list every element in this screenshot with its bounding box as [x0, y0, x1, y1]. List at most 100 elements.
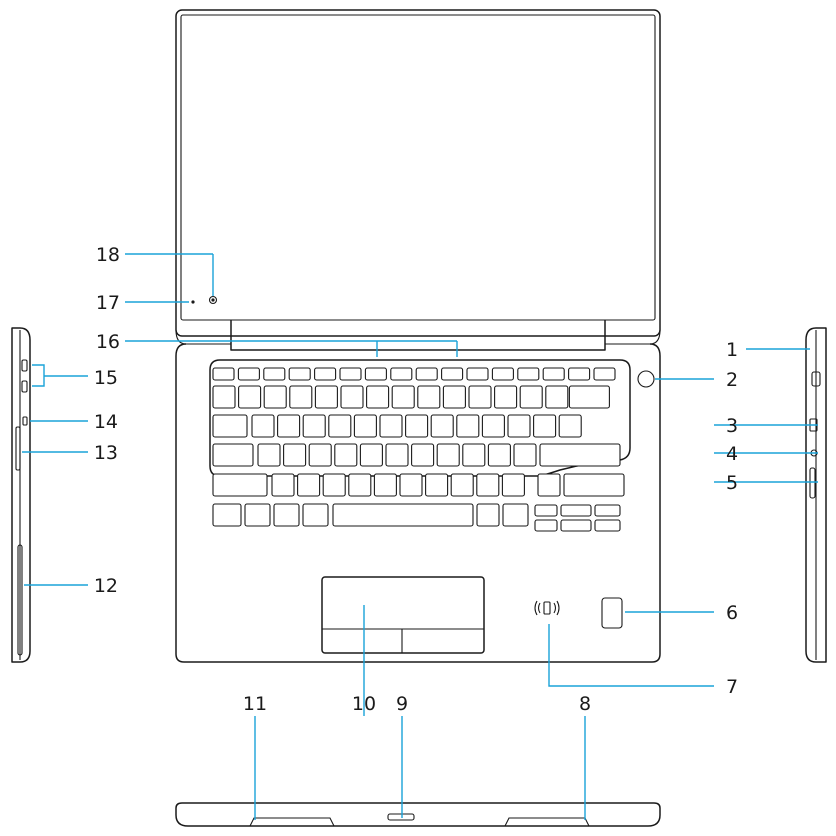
palmrest	[175, 343, 661, 663]
keyboard-key	[288, 367, 311, 381]
light-sensor	[191, 300, 195, 304]
callout-12: 12	[94, 575, 118, 597]
keyboard-key	[328, 414, 352, 438]
callout-numbers: 18 17 16 15 14 13 12 11 10 9 8 7 6 5 4 3…	[94, 244, 738, 715]
left-side-view	[11, 327, 31, 663]
callout-14: 14	[94, 411, 118, 433]
keyboard-key	[314, 367, 337, 381]
callout-16: 16	[96, 331, 120, 353]
keyboard-key	[563, 473, 625, 497]
keyboard-key	[594, 504, 621, 517]
keyboard-key	[491, 367, 514, 381]
keyboard-key	[359, 443, 383, 467]
keyboard-key	[558, 414, 582, 438]
keyboard-key	[441, 367, 464, 381]
keyboard-key	[334, 443, 358, 467]
callout-9: 9	[396, 693, 408, 715]
keyboard-frame	[209, 359, 631, 477]
keyboard-key	[212, 443, 254, 467]
keyboard-key	[534, 519, 558, 532]
keyboard-key	[297, 473, 321, 497]
hinge	[175, 320, 661, 351]
keyboard-key	[263, 385, 287, 409]
keyboard-key	[212, 414, 248, 438]
power-button	[637, 370, 655, 388]
keyboard-key	[560, 504, 592, 517]
nfc-icon	[534, 600, 560, 616]
keyboard-key	[568, 367, 591, 381]
callout-8: 8	[579, 693, 591, 715]
keyboard-key	[251, 414, 275, 438]
keyboard-key	[314, 385, 338, 409]
keyboard-key	[456, 414, 480, 438]
keyboard-key	[436, 443, 460, 467]
keyboard-key	[399, 473, 423, 497]
keyboard-key	[430, 414, 454, 438]
keyboard-key	[539, 443, 621, 467]
keyboard-key	[560, 519, 592, 532]
callout-10: 10	[352, 693, 376, 715]
keyboard-key	[533, 414, 557, 438]
keyboard-key	[442, 385, 466, 409]
keyboard-key	[415, 367, 438, 381]
keyboard-key	[487, 443, 511, 467]
keyboard-key	[302, 503, 329, 527]
keyboard-key	[385, 443, 409, 467]
keyboard-key	[257, 443, 281, 467]
keyboard-key	[212, 473, 268, 497]
callout-11: 11	[243, 693, 267, 715]
keyboard-key	[308, 443, 332, 467]
callout-13: 13	[94, 442, 118, 464]
keyboard-key	[542, 367, 565, 381]
fingerprint-reader	[601, 597, 623, 629]
callout-15: 15	[94, 367, 118, 389]
keyboard-key	[417, 385, 441, 409]
keyboard-key	[593, 367, 616, 381]
keyboard-key	[450, 473, 474, 497]
keyboard-key	[212, 385, 236, 409]
callout-6: 6	[726, 602, 738, 624]
keyboard-key	[339, 367, 362, 381]
callout-line-15	[32, 364, 45, 387]
keyboard-key	[545, 385, 569, 409]
callout-2: 2	[726, 369, 738, 391]
callout-4: 4	[726, 443, 738, 465]
keyboard-key	[466, 367, 489, 381]
keyboard-key	[534, 504, 558, 517]
keyboard-key	[568, 385, 610, 409]
callout-17: 17	[96, 292, 120, 314]
keyboard-key	[390, 367, 413, 381]
keyboard-key	[277, 414, 301, 438]
keyboard-key	[237, 367, 260, 381]
keyboard-key	[519, 385, 543, 409]
keyboard-key	[501, 473, 525, 497]
keyboard-key	[507, 414, 531, 438]
front-view	[175, 802, 661, 827]
keyboard-key	[263, 367, 286, 381]
keyboard-key	[366, 385, 390, 409]
camera-icon	[208, 295, 218, 305]
keyboard-key	[271, 473, 295, 497]
keyboard-key	[302, 414, 326, 438]
keyboard-key	[348, 473, 372, 497]
callout-3: 3	[726, 415, 738, 437]
touchpad	[321, 576, 485, 654]
callout-line-7	[548, 624, 714, 687]
callout-lines	[22, 253, 818, 820]
keyboard-key	[273, 503, 300, 527]
keyboard-key	[481, 414, 505, 438]
keyboard-key	[517, 367, 540, 381]
keyboard-key	[244, 503, 271, 527]
keyboard-key	[379, 414, 403, 438]
keyboard-key	[212, 503, 242, 527]
keyboard-key	[238, 385, 262, 409]
keyboard-key	[391, 385, 415, 409]
keyboard-key	[289, 385, 313, 409]
keyboard-key	[476, 473, 500, 497]
keyboard-key	[513, 443, 537, 467]
keyboard-key	[594, 519, 621, 532]
keyboard-key	[283, 443, 307, 467]
keyboard-key	[425, 473, 449, 497]
keyboard-key	[212, 367, 235, 381]
keyboard-key	[364, 367, 387, 381]
